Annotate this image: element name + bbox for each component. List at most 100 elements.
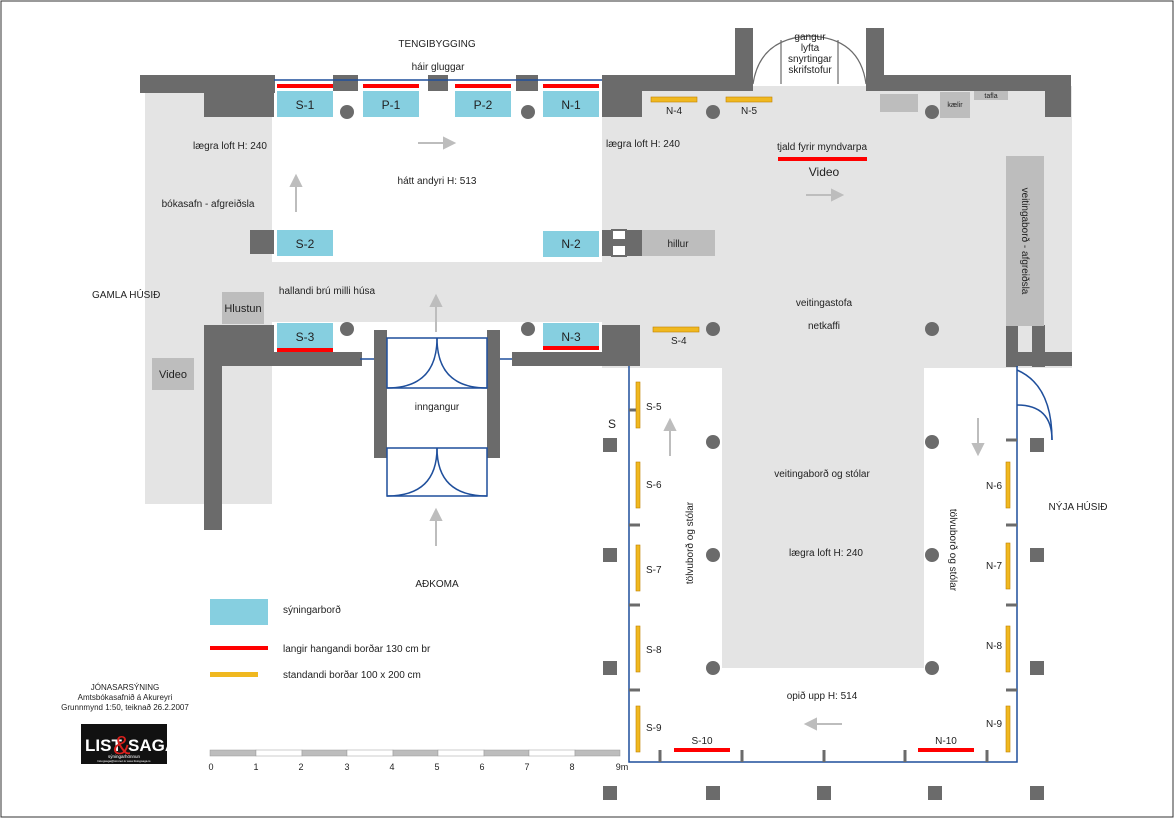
standing-board-n6 xyxy=(1005,461,1011,509)
fridge-box xyxy=(880,94,918,112)
pillar xyxy=(603,786,617,800)
drawing-info: JÓNASARSÝNING Amtsbókasafnið á Akureyri … xyxy=(61,683,189,712)
wall xyxy=(428,75,448,91)
table-label: N-1 xyxy=(561,98,581,112)
floor-cafe-center xyxy=(722,366,924,668)
display-table-labels: S-1 P-1 P-2 N-1 S-2 N-2 S-3 N-3 xyxy=(296,98,581,344)
label-hlustun: Hlustun xyxy=(224,303,261,315)
label-laegra-loft-left: lægra loft H: 240 xyxy=(193,141,267,152)
label-inngangur: inngangur xyxy=(415,402,460,413)
long-board-screen xyxy=(778,157,867,161)
board-label: S-5 xyxy=(646,402,662,413)
standing-board-s7 xyxy=(635,544,641,592)
column xyxy=(340,105,354,119)
shelf-unit xyxy=(611,229,627,241)
legend: sýningarborð langir hangandi borðar 130 … xyxy=(210,599,431,681)
label-skrifstofur: skrifstofur xyxy=(788,65,832,76)
wall xyxy=(1045,75,1071,117)
column xyxy=(925,661,939,675)
walls xyxy=(140,28,1072,530)
wall xyxy=(374,330,387,458)
display-table-n3 xyxy=(543,323,599,349)
label-lyfta: lyfta xyxy=(801,43,820,54)
info-title: JÓNASARSÝNING xyxy=(91,683,159,692)
scale-tick: 5 xyxy=(434,762,439,772)
table-label: N-2 xyxy=(561,237,581,251)
display-table-p2 xyxy=(455,91,511,117)
standing-board-s6 xyxy=(635,461,641,509)
arrow-up-icon xyxy=(289,173,303,212)
video-box-left xyxy=(152,358,194,390)
door-swing xyxy=(386,447,438,497)
label-hallandi-bru: hallandi brú milli húsa xyxy=(279,286,376,297)
display-table-n1 xyxy=(543,91,599,117)
furniture xyxy=(152,91,1044,390)
board-label: N-8 xyxy=(986,641,1003,652)
scale-tick: 3 xyxy=(344,762,349,772)
shelf-unit xyxy=(611,244,627,257)
info-place: Amtsbókasafnið á Akureyri xyxy=(78,693,173,702)
door-swing xyxy=(809,35,867,85)
outer-pillars xyxy=(603,438,1044,800)
arrow-up-icon xyxy=(663,417,677,456)
column xyxy=(925,105,939,119)
door-swing xyxy=(386,337,438,389)
label-veitingastofa: veitingastofa xyxy=(796,298,853,309)
logo-text-list: LIST xyxy=(85,736,122,755)
label-gamla-husid: GAMLA HÚSIÐ xyxy=(92,288,160,301)
table-label: P-2 xyxy=(474,98,493,112)
arrow-down-icon xyxy=(971,418,985,457)
bar-counter xyxy=(1006,156,1044,326)
logo-subtitle: sýningarhönnun xyxy=(108,754,141,759)
column xyxy=(706,322,720,336)
label-netkaffi: netkaffi xyxy=(808,321,840,332)
board-label: S-4 xyxy=(671,336,687,347)
side-door xyxy=(1016,404,1053,441)
label-bokasafn: bókasafn - afgreiðsla xyxy=(162,198,255,210)
long-board xyxy=(455,84,511,88)
pillar xyxy=(706,786,720,800)
label-tolvubord-left: tölvuborð og stólar xyxy=(684,501,696,584)
standing-board-s9 xyxy=(635,705,641,753)
legend-long-text: langir hangandi borðar 130 cm br xyxy=(283,643,431,655)
scale-tick: 8 xyxy=(569,762,574,772)
board-label: N-6 xyxy=(986,481,1003,492)
display-table-s1 xyxy=(277,91,333,117)
wall xyxy=(602,325,640,366)
long-board xyxy=(543,84,599,88)
standing-board-n4 xyxy=(650,96,698,103)
new-house-ticks xyxy=(629,408,1017,762)
door-swing xyxy=(436,337,488,389)
table-label: N-3 xyxy=(561,330,581,344)
shelf-units xyxy=(611,229,627,257)
wall xyxy=(204,352,362,366)
long-boards xyxy=(277,84,974,752)
long-board xyxy=(363,84,419,88)
standing-board-labels: N-4 N-5 S-4 S-5 S-6 S-7 S-8 S-9 N-6 N-7 … xyxy=(646,106,1003,734)
board-label: S-7 xyxy=(646,565,662,576)
display-table-p1 xyxy=(363,91,419,117)
board-label: S-9 xyxy=(646,723,662,734)
legend-swatch-long xyxy=(210,646,268,650)
label-hair-gluggar: háir gluggar xyxy=(412,62,465,73)
arrow-right-icon xyxy=(418,136,457,150)
shelves xyxy=(642,230,715,256)
column xyxy=(925,548,939,562)
long-board xyxy=(277,348,333,352)
board-label: N-4 xyxy=(666,106,683,117)
wall xyxy=(866,75,1071,91)
label-kaelir: kælir xyxy=(947,102,963,109)
wall xyxy=(333,75,358,91)
listening-box xyxy=(222,292,264,324)
label-veitingabord-afgreidsla: veitingaborð - afgreiðsla xyxy=(1019,188,1031,295)
label-tengibygging: TENGIBYGGING xyxy=(398,39,475,50)
board-label: S-6 xyxy=(646,480,662,491)
label-laegra-loft-lower: lægra loft H: 240 xyxy=(789,548,863,559)
label-tolvubord-right: tölvuborð og stólar xyxy=(947,509,959,592)
long-board xyxy=(543,346,599,350)
board-label: S-8 xyxy=(646,645,662,656)
long-board-s10 xyxy=(674,748,730,752)
standing-board-s5 xyxy=(635,381,641,429)
standing-boards xyxy=(635,96,1011,753)
